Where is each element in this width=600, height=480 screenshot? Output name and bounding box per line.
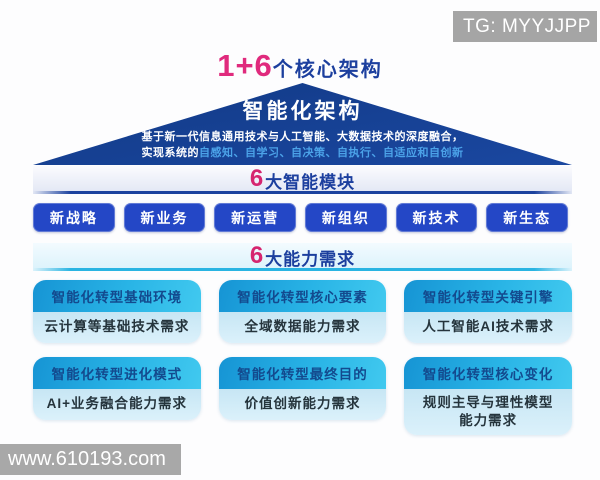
pyramid-desc-line1: 基于新一代信息通用技术与人工智能、大数据技术的深度融合， (141, 131, 464, 144)
watermark-telegram: TG: MYYJJPP (453, 11, 597, 42)
module-button: 新生态 (486, 203, 569, 232)
capability-card-header: 智能化转型核心变化 (404, 357, 572, 389)
capability-card: 智能化转型核心变化 规则主导与理性模型 能力需求 (404, 357, 572, 436)
capability-card-header: 智能化转型进化模式 (33, 357, 201, 389)
page-title: 1+6个核心架构 (0, 48, 600, 84)
title-rest: 个核心架构 (272, 59, 383, 81)
module-button: 新业务 (123, 203, 206, 232)
pyramid-desc-line2-highlight: 自感知、自学习、自决策、自执行、自适应和自创新 (199, 146, 464, 159)
capability-card-header: 智能化转型基础环境 (33, 280, 201, 312)
modules-bar-label: 大智能模块 (265, 172, 356, 192)
pyramid-desc-line2-prefix: 实现系统的 (141, 146, 199, 159)
module-button: 新战略 (33, 203, 115, 232)
capability-card: 智能化转型最终目的 价值创新能力需求 (218, 357, 387, 420)
capability-cards-grid: 智能化转型基础环境 云计算等基础技术需求 智能化转型核心要素 全域数据能力需求 … (33, 280, 572, 436)
capabilities-bar-number: 6 (249, 242, 264, 269)
module-button: 新技术 (395, 203, 478, 232)
modules-row: 新战略 新业务 新运营 新组织 新技术 新生态 (33, 203, 569, 232)
modules-bar-number: 6 (249, 165, 264, 192)
capabilities-bar-label: 大能力需求 (265, 249, 356, 269)
module-button: 新运营 (214, 203, 297, 232)
pyramid-desc-line2: 实现系统的自感知、自学习、自决策、自执行、自适应和自创新 (33, 146, 572, 161)
capability-card: 智能化转型基础环境 云计算等基础技术需求 (33, 280, 201, 343)
pyramid: 智能化架构 基于新一代信息通用技术与人工智能、大数据技术的深度融合， 实现系统的… (33, 83, 572, 165)
capability-card-body: 人工智能AI技术需求 (404, 312, 572, 343)
capability-card-header: 智能化转型核心要素 (218, 280, 387, 312)
capability-card-body: 全域数据能力需求 (218, 312, 387, 343)
modules-section-bar: 6 大智能模块 (33, 165, 572, 194)
capability-card: 智能化转型进化模式 AI+业务融合能力需求 (33, 357, 201, 420)
watermark-website: www.610193.com (0, 444, 181, 475)
capabilities-bar-underline (33, 268, 572, 271)
pyramid-description: 基于新一代信息通用技术与人工智能、大数据技术的深度融合， 实现系统的自感知、自学… (33, 130, 572, 161)
capabilities-section-bar: 6 大能力需求 (33, 242, 572, 271)
capability-card-body: 价值创新能力需求 (218, 389, 387, 420)
pyramid-heading: 智能化架构 (242, 100, 363, 123)
capability-card: 智能化转型核心要素 全域数据能力需求 (218, 280, 387, 343)
capability-card-header: 智能化转型最终目的 (218, 357, 387, 389)
capability-card: 智能化转型关键引擎 人工智能AI技术需求 (404, 280, 572, 343)
capability-card-header: 智能化转型关键引擎 (404, 280, 572, 312)
module-button: 新组织 (305, 203, 387, 232)
modules-bar-underline (33, 191, 572, 194)
capability-card-body: 规则主导与理性模型 能力需求 (404, 389, 572, 436)
capability-card-body: AI+业务融合能力需求 (33, 389, 201, 420)
title-highlight: 1+6 (217, 48, 273, 83)
capability-card-body: 云计算等基础技术需求 (33, 312, 201, 343)
